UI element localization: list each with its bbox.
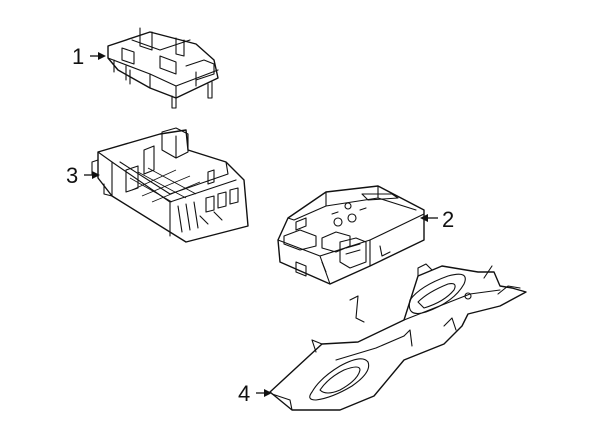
callout-4: 4 — [238, 381, 272, 406]
callout-1: 1 — [72, 44, 106, 69]
callout-number-3: 3 — [66, 163, 78, 188]
callout-arrow-1 — [98, 52, 106, 60]
callout-3: 3 — [66, 163, 100, 188]
callout-number-1: 1 — [72, 44, 84, 69]
callout-number-4: 4 — [238, 381, 250, 406]
callout-arrow-4 — [264, 389, 272, 397]
part-4-bracket — [269, 263, 527, 411]
part-1-cover — [107, 27, 219, 109]
part-3-housing — [91, 127, 249, 243]
callout-number-2: 2 — [442, 207, 454, 232]
callout-arrow-2 — [420, 214, 428, 222]
part-2-module — [277, 185, 425, 285]
callout-2: 2 — [420, 207, 454, 232]
callout-arrow-3 — [92, 171, 100, 179]
